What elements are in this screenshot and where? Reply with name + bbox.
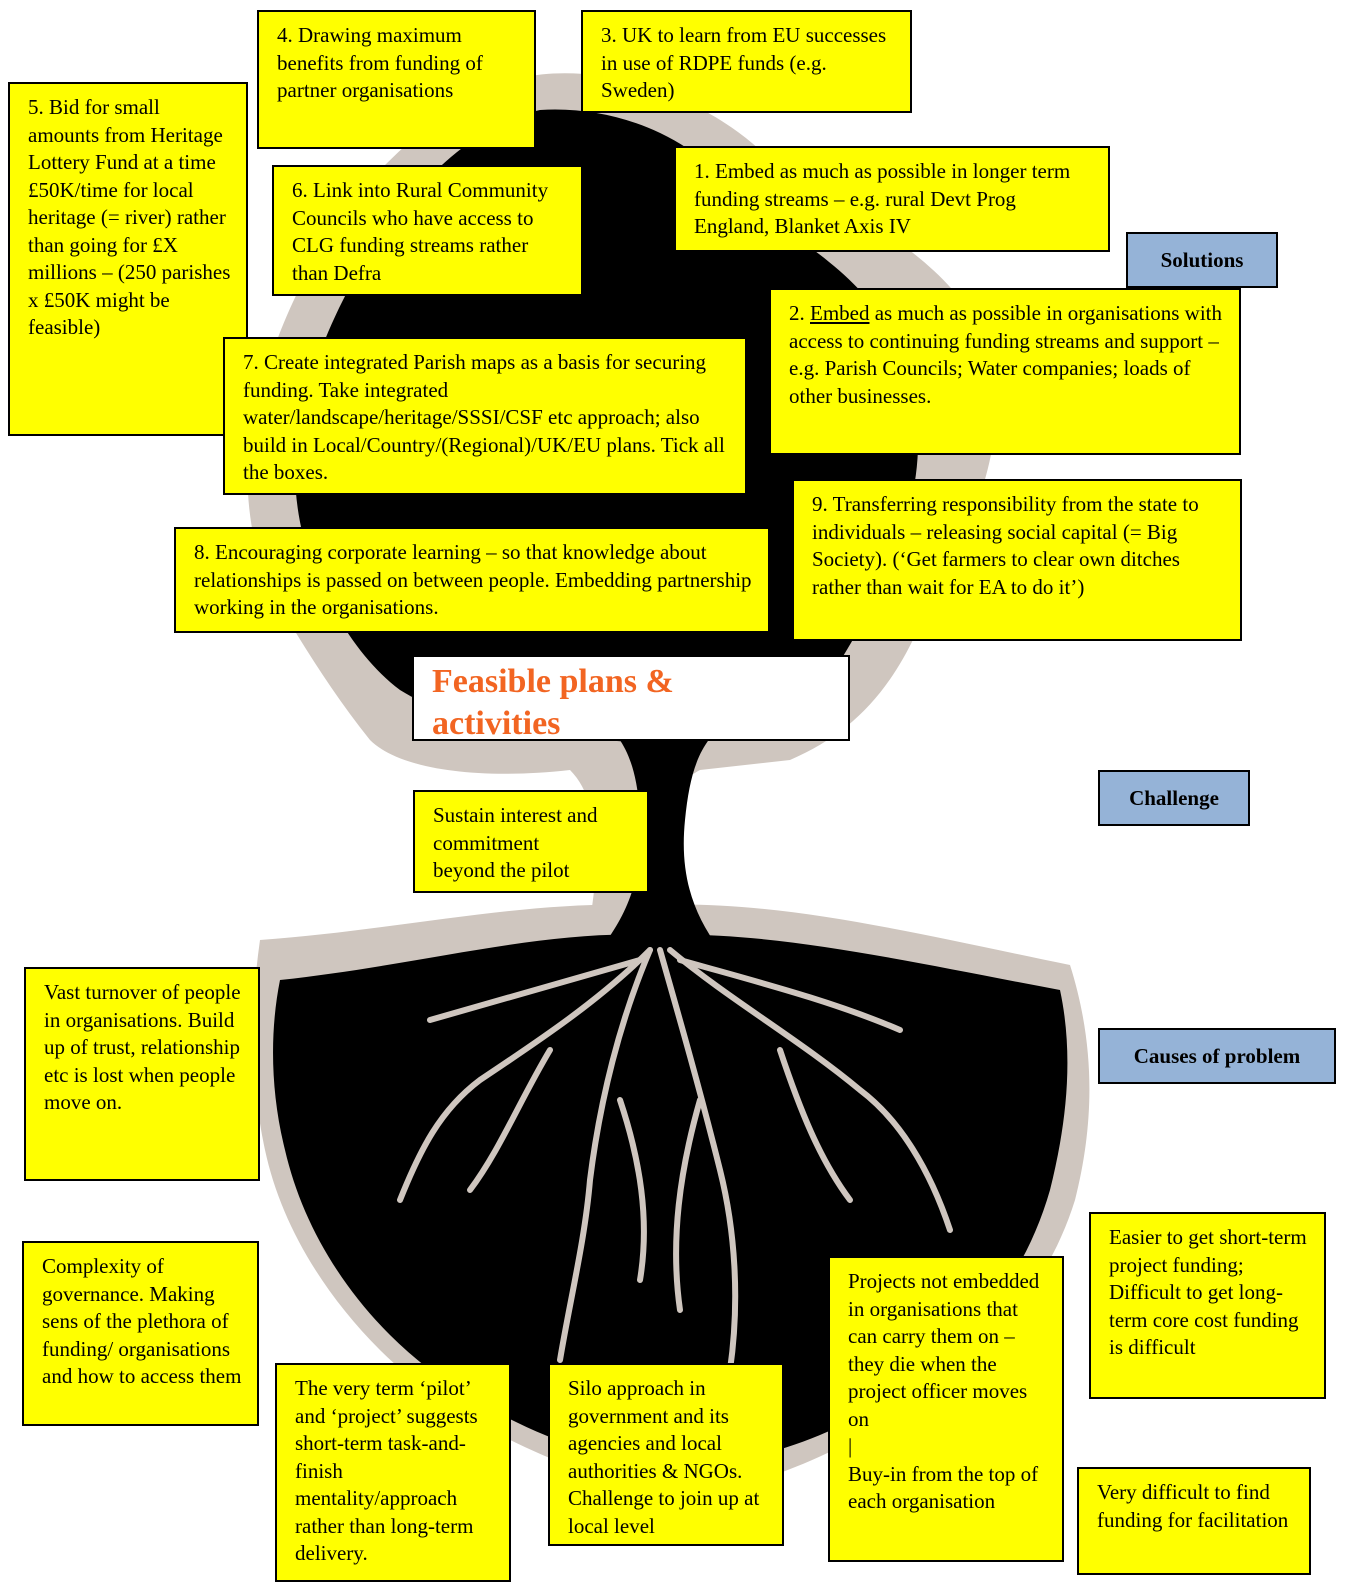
solution-2-prefix: 2. [789,301,810,325]
solution-4-note: 4. Drawing maximum benefits from funding… [257,10,536,149]
feasible-plans-title: Feasible plans & activities [412,655,850,741]
solutions-tag: Solutions [1126,232,1278,288]
challenge-tag: Challenge [1098,770,1250,826]
solution-6-note: 6. Link into Rural Community Councils wh… [272,165,583,296]
solution-9-note: 9. Transferring responsibility from the … [792,479,1242,641]
cause-short-term-funding-note: Easier to get short-term project funding… [1089,1212,1326,1399]
solution-2-note: 2. Embed as much as possible in organisa… [769,288,1241,455]
cause-turnover-note: Vast turnover of people in organisations… [24,967,260,1181]
causes-tag: Causes of problem [1098,1028,1336,1084]
solution-5-note: 5. Bid for small amounts from Heritage L… [8,82,248,436]
challenge-note: Sustain interest and commitment beyond t… [413,790,649,893]
cause-facilitation-note: Very difficult to find funding for facil… [1077,1467,1311,1575]
solution-8-note: 8. Encouraging corporate learning – so t… [174,527,770,633]
cause-pilot-term-note: The very term ‘pilot’ and ‘project’ sugg… [275,1363,511,1582]
solution-2-underlined: Embed [810,301,869,325]
solution-1-note: 1. Embed as much as possible in longer t… [674,146,1110,252]
cause-silo-note: Silo approach in government and its agen… [548,1363,784,1546]
cause-not-embedded-note: Projects not embedded in organisations t… [828,1256,1064,1562]
solution-3-note: 3. UK to learn from EU successes in use … [581,10,912,113]
solution-7-note: 7. Create integrated Parish maps as a ba… [223,337,747,495]
cause-complexity-note: Complexity of governance. Making sens of… [22,1241,259,1426]
